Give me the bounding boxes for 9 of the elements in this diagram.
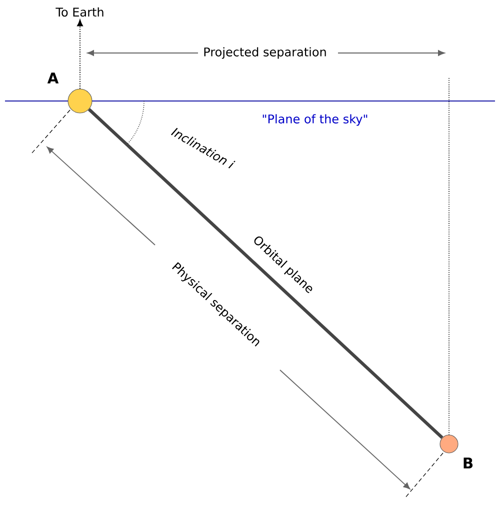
dimension-label: Projected separation (200, 44, 330, 62)
plane-label: "Plane of the sky" (262, 114, 368, 126)
node-label: To Earth (56, 7, 104, 17)
arrow (77, 20, 83, 90)
star-label: A (47, 72, 59, 84)
orbit-line (88, 108, 444, 439)
star-circle (440, 434, 458, 454)
star-circle (68, 88, 92, 114)
star-label: B (464, 458, 473, 468)
